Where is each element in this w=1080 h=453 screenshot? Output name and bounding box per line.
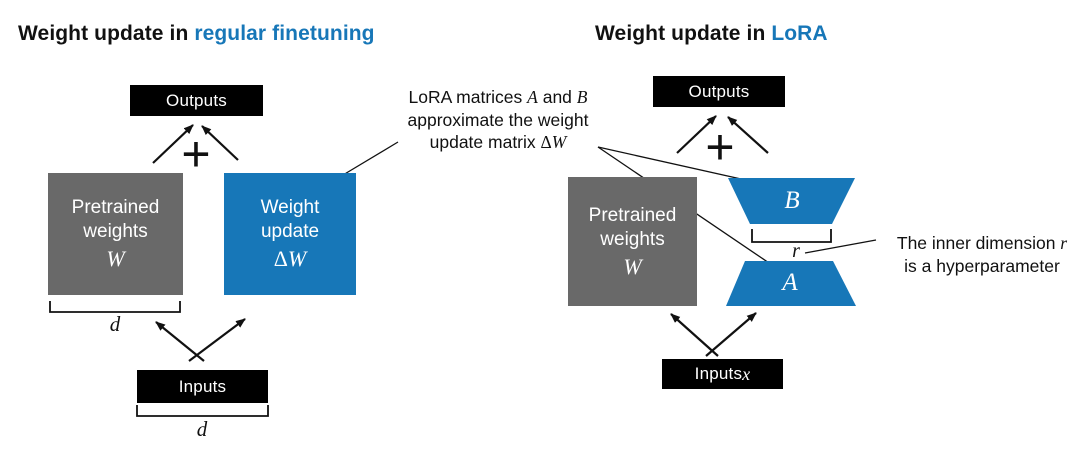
left-pretrained-weights-box: Pretrained weights W bbox=[48, 173, 183, 295]
right-outputs-box: Outputs bbox=[653, 76, 785, 107]
right-inputs-symbol-x: x bbox=[742, 363, 751, 384]
lora-note-line1: LoRA matrices A and B bbox=[408, 87, 588, 107]
left-outputs-box: Outputs bbox=[130, 85, 263, 116]
rank-bracket bbox=[751, 229, 832, 243]
rank-note: The inner dimension r is a hyperparamete… bbox=[877, 232, 1080, 277]
matrix-a-trapezoid bbox=[726, 261, 856, 306]
right-title-highlight: LoRA bbox=[771, 22, 828, 45]
matrix-b-label: B bbox=[784, 187, 800, 214]
weight-update-box: Weight update ΔW bbox=[224, 173, 356, 295]
lora-note: LoRA matrices A and B approximate the we… bbox=[378, 86, 618, 154]
right-arrow-inputs-to-a bbox=[705, 312, 757, 357]
matrix-a-label: A bbox=[782, 269, 798, 296]
plus-icon-left: + bbox=[181, 126, 211, 182]
matrix-b-trapezoid bbox=[728, 178, 855, 224]
pretrained-symbol-w: W bbox=[623, 253, 642, 279]
left-weights-dim-label: d bbox=[109, 312, 121, 336]
pretrained-line1: Pretrained bbox=[588, 204, 677, 226]
pretrained-symbol-w: W bbox=[106, 246, 125, 271]
left-inputs-label: Inputs bbox=[178, 376, 227, 396]
left-arrow-weights-to-outputs bbox=[152, 124, 194, 164]
rank-note-leader bbox=[804, 239, 877, 254]
right-inputs-label: Inputs bbox=[694, 364, 743, 383]
right-arrow-ba-to-outputs bbox=[727, 116, 769, 154]
rank-note-line2: is a hyperparameter bbox=[904, 255, 1060, 276]
pretrained-line1: Pretrained bbox=[71, 197, 160, 218]
plus-icon-right: + bbox=[705, 119, 735, 175]
right-pretrained-weights-box: Pretrained weights W bbox=[568, 177, 697, 306]
rank-label: r bbox=[792, 240, 800, 262]
right-arrow-weights-to-outputs bbox=[676, 115, 717, 154]
lora-note-leader-left bbox=[342, 141, 399, 176]
left-inputs-dim-bracket bbox=[136, 405, 269, 417]
left-arrow-inputs-to-update bbox=[188, 318, 246, 362]
update-line1: Weight bbox=[260, 197, 320, 218]
left-inputs-dim-label: d bbox=[196, 417, 208, 441]
right-title-prefix: Weight update in bbox=[595, 22, 772, 45]
right-inputs-box: Inputs x bbox=[662, 359, 783, 389]
right-outputs-label: Outputs bbox=[688, 81, 750, 101]
right-panel-title: Weight update in LoRA bbox=[595, 22, 828, 46]
update-symbol-delta-w: ΔW bbox=[273, 246, 307, 271]
left-panel-title: Weight update in regular finetuning bbox=[18, 22, 375, 46]
rank-note-line1: The inner dimension r bbox=[896, 233, 1068, 253]
right-arrow-inputs-to-weights bbox=[670, 313, 719, 357]
update-line2: update bbox=[260, 221, 320, 242]
left-weights-dim-bracket bbox=[49, 301, 181, 313]
lora-note-line3: update matrix ΔW bbox=[429, 132, 567, 152]
lora-note-line2: approximate the weight bbox=[407, 109, 589, 130]
left-arrow-update-to-outputs bbox=[201, 125, 239, 161]
lora-note-leader-b bbox=[597, 146, 751, 182]
left-title-highlight: regular finetuning bbox=[194, 22, 375, 45]
left-inputs-box: Inputs bbox=[137, 370, 268, 403]
pretrained-line2: weights bbox=[600, 228, 665, 250]
pretrained-line2: weights bbox=[83, 221, 148, 242]
left-outputs-label: Outputs bbox=[166, 90, 227, 110]
left-title-prefix: Weight update in bbox=[18, 22, 195, 45]
